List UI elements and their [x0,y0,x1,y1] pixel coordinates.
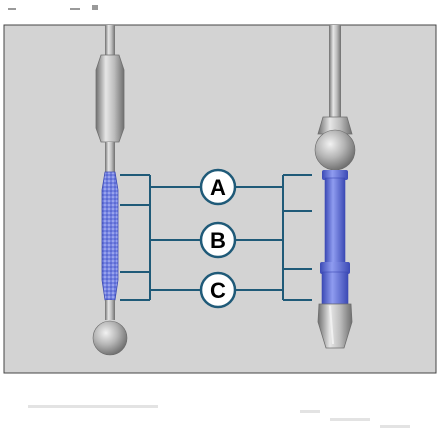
label-b: B [199,221,237,259]
label-b-text: B [210,228,226,253]
label-a-text: A [210,175,226,200]
label-a: A [199,168,237,206]
leader-lines [120,174,312,301]
label-c-text: C [210,278,226,303]
scan-artifacts [28,405,410,428]
top-edge-marks [8,5,98,10]
left-dipstick-icon [92,25,128,356]
label-c: C [199,271,237,309]
right-dipstick-icon [314,25,356,349]
